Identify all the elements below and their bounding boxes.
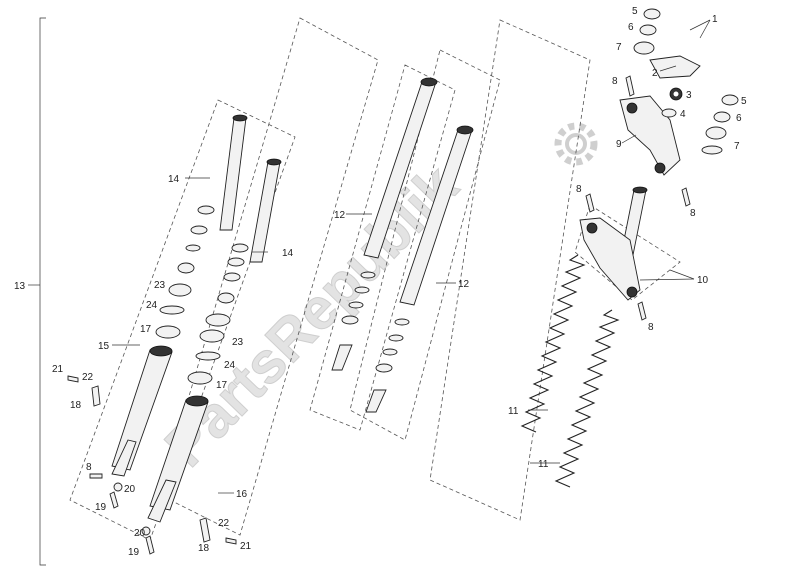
- callout-labels: 1 2 3 4 5 5 6 6 7 7 8 8 8 8 8 9 10 11 11…: [14, 6, 747, 558]
- callout-7b: 7: [734, 141, 740, 152]
- envelope-bottom-clamp: [574, 204, 681, 301]
- callout-20b: 20: [134, 528, 146, 539]
- upper-triple-clamp: [619, 95, 681, 176]
- callout-19b: 19: [128, 547, 140, 558]
- watermark-text: PartsRepublik: [153, 153, 471, 479]
- envelope-tube-2: [349, 49, 501, 441]
- callout-12a: 12: [334, 210, 346, 221]
- leader-lines: [112, 19, 711, 494]
- tube-seal-stack-1: [331, 271, 376, 371]
- callout-17a: 17: [140, 324, 152, 335]
- envelope-springs: [429, 19, 591, 521]
- callout-8a: 8: [612, 76, 618, 87]
- callout-14b: 14: [282, 248, 294, 259]
- damper-rod-right: [249, 158, 282, 263]
- callout-13: 13: [14, 281, 26, 292]
- callout-10: 10: [697, 275, 709, 286]
- callout-16: 16: [236, 489, 248, 500]
- spring-2: [554, 309, 620, 488]
- callout-19a: 19: [95, 502, 107, 513]
- callout-7a: 7: [616, 42, 622, 53]
- callout-6a: 6: [628, 22, 634, 33]
- callout-8d: 8: [648, 322, 654, 333]
- callout-11b: 11: [538, 459, 549, 470]
- callout-5a: 5: [632, 6, 638, 17]
- callout-3: 3: [686, 90, 692, 101]
- gear-icon: [554, 122, 598, 166]
- callout-8b: 8: [576, 184, 582, 195]
- watermark: PartsRepublik: [152, 152, 471, 479]
- spring-1: [520, 254, 586, 433]
- callout-23b: 23: [232, 337, 244, 348]
- callout-17b: 17: [216, 380, 228, 391]
- inner-tube-2: [399, 125, 474, 306]
- bracket-13: [39, 17, 46, 566]
- callout-9: 9: [616, 139, 622, 150]
- callout-8c: 8: [690, 208, 696, 219]
- callout-21b: 21: [240, 541, 252, 552]
- envelope-tube-1: [309, 64, 456, 431]
- callout-4: 4: [680, 109, 686, 120]
- bearing-rings-side: [701, 94, 739, 155]
- bearing-rings-top: [633, 8, 661, 55]
- fork-leg-right: [147, 395, 209, 523]
- callout-8e: 8: [86, 462, 92, 473]
- inner-tube-1: [363, 77, 438, 259]
- callout-24a: 24: [146, 300, 158, 311]
- steering-nut: [661, 87, 683, 118]
- lower-triple-clamp: [579, 217, 641, 301]
- callout-1: 1: [712, 14, 718, 25]
- callout-21a: 21: [52, 364, 64, 375]
- callout-6b: 6: [736, 113, 742, 124]
- callout-18b: 18: [198, 543, 210, 554]
- seal-stack-right: [187, 243, 249, 385]
- callout-22a: 22: [82, 372, 94, 383]
- callout-20a: 20: [124, 484, 136, 495]
- callout-5b: 5: [741, 96, 747, 107]
- callout-24b: 24: [224, 360, 236, 371]
- seal-stack-left: [155, 205, 215, 339]
- fork-leg-left: [111, 345, 173, 477]
- callout-14a: 14: [168, 174, 180, 185]
- damper-rod-left: [219, 114, 248, 231]
- handlebar-clamp: [649, 55, 701, 79]
- callout-18a: 18: [70, 400, 82, 411]
- callout-11a: 11: [508, 406, 519, 417]
- tube-seal-stack-2: [365, 318, 410, 413]
- callout-23a: 23: [154, 280, 166, 291]
- envelope-16: [159, 17, 379, 536]
- callout-2: 2: [652, 68, 658, 79]
- callout-15: 15: [98, 341, 110, 352]
- bolts: [67, 75, 691, 555]
- callout-22b: 22: [218, 518, 230, 529]
- callout-12b: 12: [458, 279, 470, 290]
